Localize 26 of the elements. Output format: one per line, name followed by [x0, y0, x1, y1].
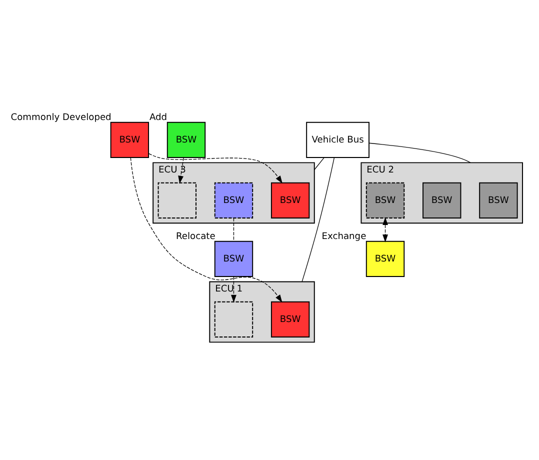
node-label: Relocate [176, 232, 216, 242]
arrow [382, 217, 388, 242]
node-label: Add [149, 112, 168, 123]
node-box: BSW [479, 182, 518, 218]
node-box: BSW [366, 182, 405, 218]
node-box: BSW [270, 182, 310, 218]
node-label: Commonly Developed [10, 112, 112, 123]
node-box [158, 182, 196, 218]
node-box: BSW [214, 182, 254, 218]
node-box: Vehicle Bus [306, 122, 370, 158]
connector [302, 157, 335, 282]
connector [314, 157, 324, 170]
node-box: BSW [366, 240, 405, 277]
arrow [148, 153, 282, 184]
node-box: BSW [270, 301, 310, 338]
arrow [231, 276, 236, 303]
node-box: BSW [166, 122, 206, 158]
connector [233, 218, 234, 242]
arrow [130, 157, 282, 303]
connector [368, 142, 471, 163]
node-label: Exchange [322, 232, 366, 242]
node-box: BSW [110, 122, 150, 158]
node-box: BSW [422, 182, 462, 218]
node-box [214, 301, 254, 338]
node-box: BSW [214, 240, 254, 277]
arrow [178, 157, 184, 184]
